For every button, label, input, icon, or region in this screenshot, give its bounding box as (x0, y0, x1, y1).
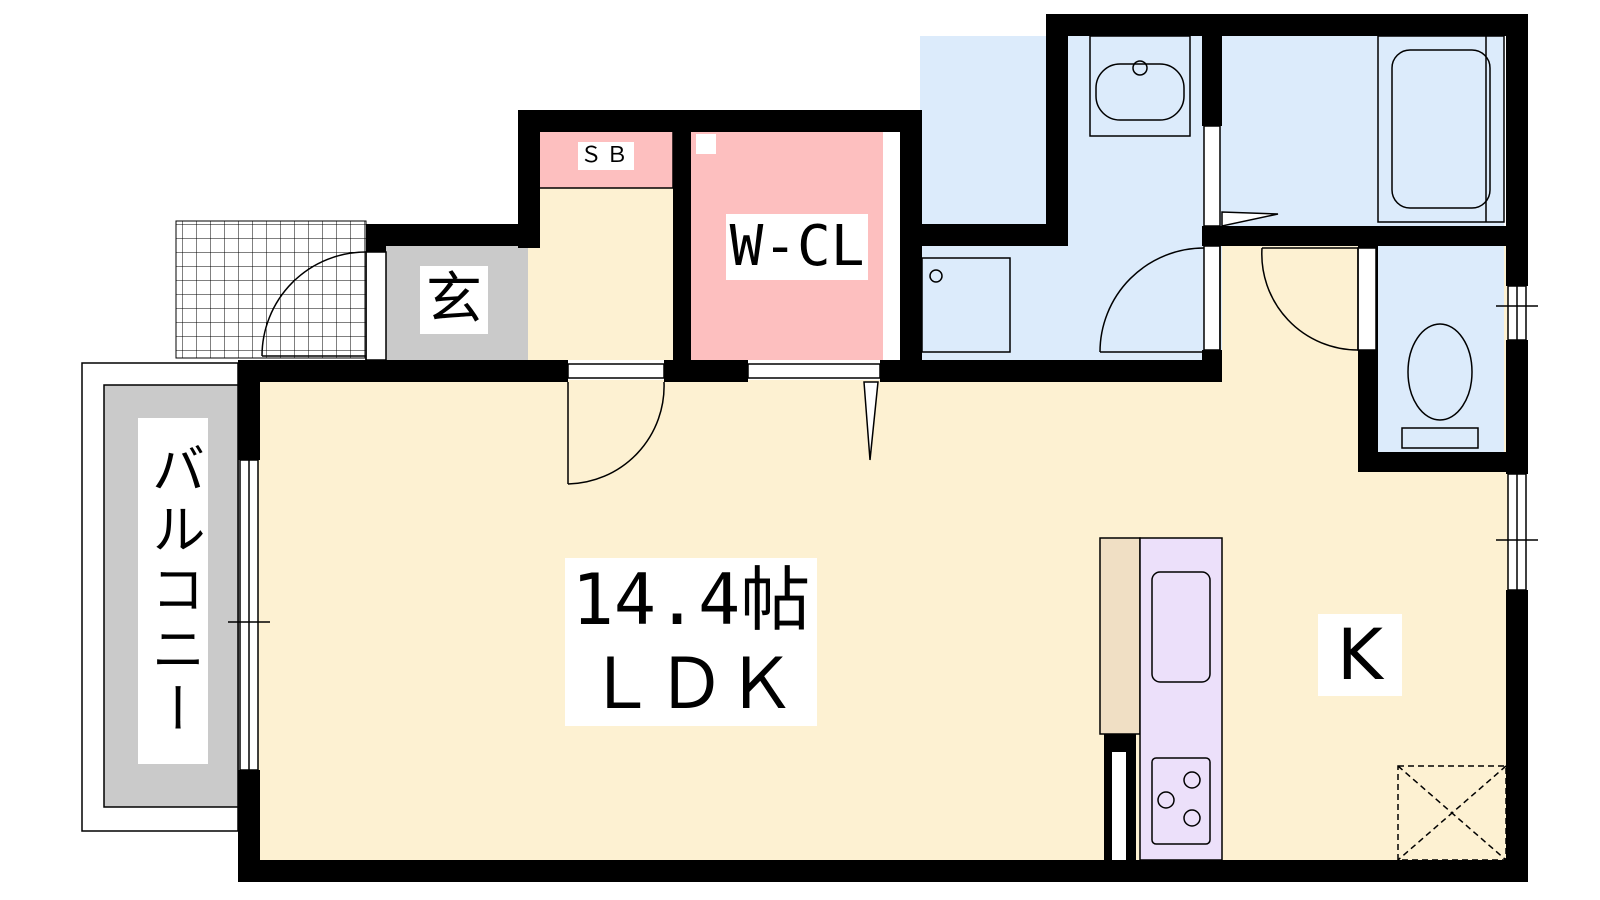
closet-vent (696, 134, 716, 154)
fixtures (921, 35, 1507, 861)
doors (261, 125, 1377, 485)
sink (1151, 571, 1211, 683)
fridge-space (1397, 765, 1507, 861)
shoe-box-label: ＳＢ (578, 142, 634, 170)
washroom-floor (920, 36, 1222, 360)
entrance-label: 玄 (420, 266, 488, 334)
toilet-floor (1378, 246, 1504, 452)
windows (228, 285, 1538, 771)
kitchen-label: K (1318, 614, 1402, 696)
washing-machine-pan (921, 257, 1011, 353)
bathtub (1377, 35, 1505, 223)
ldk-floor (240, 380, 1524, 870)
toilet (1401, 323, 1479, 449)
ldk-label: ＬＤＫ (565, 642, 817, 726)
kitchen-counter (1099, 537, 1223, 861)
balcony-label: バルコニー (138, 418, 208, 764)
stove (1151, 757, 1211, 845)
walls (238, 14, 1528, 882)
bathroom-floor (1222, 36, 1504, 226)
porch-tiles (175, 220, 367, 359)
walk-in-closet-label: W-CL (726, 214, 868, 280)
ldk-size-label: 14.4帖 (565, 558, 817, 642)
hall-floor (528, 188, 673, 360)
washbasin (1089, 35, 1191, 137)
